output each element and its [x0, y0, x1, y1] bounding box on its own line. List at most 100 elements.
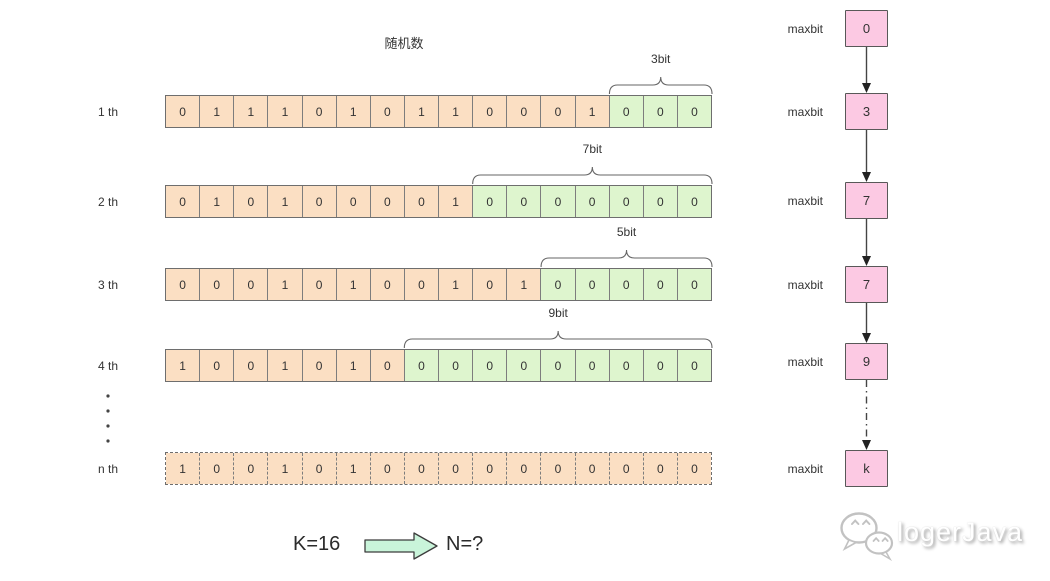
bit-cell: 1 [268, 186, 303, 217]
formula-n-label: N=? [446, 533, 484, 555]
ellipsis-dot [106, 394, 110, 398]
bit-cell: 0 [609, 453, 644, 484]
bit-cell: 1 [166, 350, 201, 381]
maxbit-label: maxbit [787, 104, 823, 119]
bit-cell-zero-suffix: 0 [643, 186, 678, 217]
bit-cell: 0 [166, 186, 201, 217]
bit-cell-zero-suffix: 0 [677, 96, 711, 127]
bit-cell: 1 [575, 96, 610, 127]
bit-cell: 0 [370, 350, 405, 381]
bit-cell: 1 [336, 350, 371, 381]
bit-cell-zero-suffix: 0 [609, 96, 644, 127]
bit-cell-zero-suffix: 0 [575, 186, 610, 217]
wechat-eye [862, 519, 871, 525]
bit-cell: 1 [268, 453, 303, 484]
bit-cell: 0 [302, 96, 337, 127]
bit-cell: 0 [370, 269, 405, 300]
bit-cell: 0 [439, 453, 474, 484]
bit-cell-zero-suffix: 0 [541, 350, 576, 381]
bit-cell-zero-suffix: 0 [643, 350, 678, 381]
wechat-small-bubble-tail [879, 551, 893, 562]
bit-cell-zero-suffix: 0 [643, 96, 678, 127]
bit-cell: 0 [473, 96, 508, 127]
bit-cell: 1 [268, 96, 303, 127]
bit-cell: 1 [166, 453, 201, 484]
row-label-3: 3 th [97, 277, 119, 292]
maxbit-value-box: 7 [845, 182, 888, 219]
chain-arrow-head [862, 83, 871, 93]
bit-cell: 1 [404, 96, 439, 127]
ellipsis-dot [106, 409, 110, 413]
bit-cell: 0 [166, 96, 201, 127]
bit-cell: 1 [200, 186, 235, 217]
bit-cell: 1 [336, 96, 371, 127]
bit-cell: 0 [200, 350, 235, 381]
watermark-text: logerJava [897, 517, 1024, 547]
page-title: 随机数 [384, 36, 424, 51]
bit-cell: 1 [336, 453, 371, 484]
bit-cell: 0 [234, 453, 269, 484]
trailing-zero-bits-label: 5bit [616, 225, 637, 239]
brace [403, 330, 713, 349]
bit-cell-zero-suffix: 0 [541, 186, 576, 217]
formula-k-label: K=16 [293, 533, 341, 555]
ellipsis-dot [106, 424, 110, 428]
bit-cell: 0 [643, 453, 678, 484]
bit-cell: 0 [370, 453, 405, 484]
maxbit-value-box: 3 [845, 93, 888, 130]
trailing-zero-bits-label: 7bit [582, 142, 603, 156]
bit-cell: 0 [404, 453, 439, 484]
brace [608, 76, 713, 95]
bit-cell-zero-suffix: 0 [541, 269, 576, 300]
bit-cell-zero-suffix: 0 [507, 350, 542, 381]
bit-cell-zero-suffix: 0 [677, 269, 711, 300]
bit-cell: 0 [541, 453, 576, 484]
bit-cell: 0 [404, 269, 439, 300]
bit-cell: 0 [507, 453, 542, 484]
bit-cell-zero-suffix: 0 [575, 350, 610, 381]
maxbit-label: maxbit [787, 193, 823, 208]
bit-cell: 0 [234, 269, 269, 300]
maxbit-value-box: 9 [845, 343, 888, 380]
bit-cell-zero-suffix: 0 [439, 350, 474, 381]
bit-cell: 0 [234, 350, 269, 381]
bit-cell: 0 [200, 453, 235, 484]
bit-cell-zero-suffix: 0 [677, 186, 711, 217]
bit-cell: 0 [234, 186, 269, 217]
maxbit-label: maxbit [787, 354, 823, 369]
bit-cell: 1 [439, 96, 474, 127]
wechat-icon [840, 512, 894, 562]
chain-arrow-head [862, 172, 871, 182]
bit-cell: 0 [166, 269, 201, 300]
maxbit-value-box: k [845, 450, 888, 487]
bit-cell: 0 [370, 186, 405, 217]
trailing-zero-bits-label: 3bit [651, 52, 671, 66]
wechat-small-bubble [864, 531, 894, 555]
bit-cell: 1 [507, 269, 542, 300]
wechat-eye [872, 536, 880, 542]
bit-cell: 0 [370, 96, 405, 127]
chain-arrow-head [862, 333, 871, 343]
chain-arrow-head [862, 440, 871, 450]
bit-cell: 0 [404, 186, 439, 217]
bit-cell: 1 [268, 350, 303, 381]
wechat-eye [851, 519, 860, 525]
bit-cell: 0 [507, 96, 542, 127]
maxbit-label: maxbit [787, 277, 823, 292]
ellipsis-dot [106, 439, 110, 443]
bit-cell-zero-suffix: 0 [643, 269, 678, 300]
bit-cell: 1 [439, 186, 474, 217]
bit-cell: 1 [234, 96, 269, 127]
maxbit-value-box: 7 [845, 266, 888, 303]
bit-cell-zero-suffix: 0 [473, 350, 508, 381]
bit-cell: 0 [575, 453, 610, 484]
bit-cell: 0 [302, 350, 337, 381]
bit-cell: 1 [268, 269, 303, 300]
brace [540, 249, 713, 268]
bit-cell: 0 [541, 96, 576, 127]
